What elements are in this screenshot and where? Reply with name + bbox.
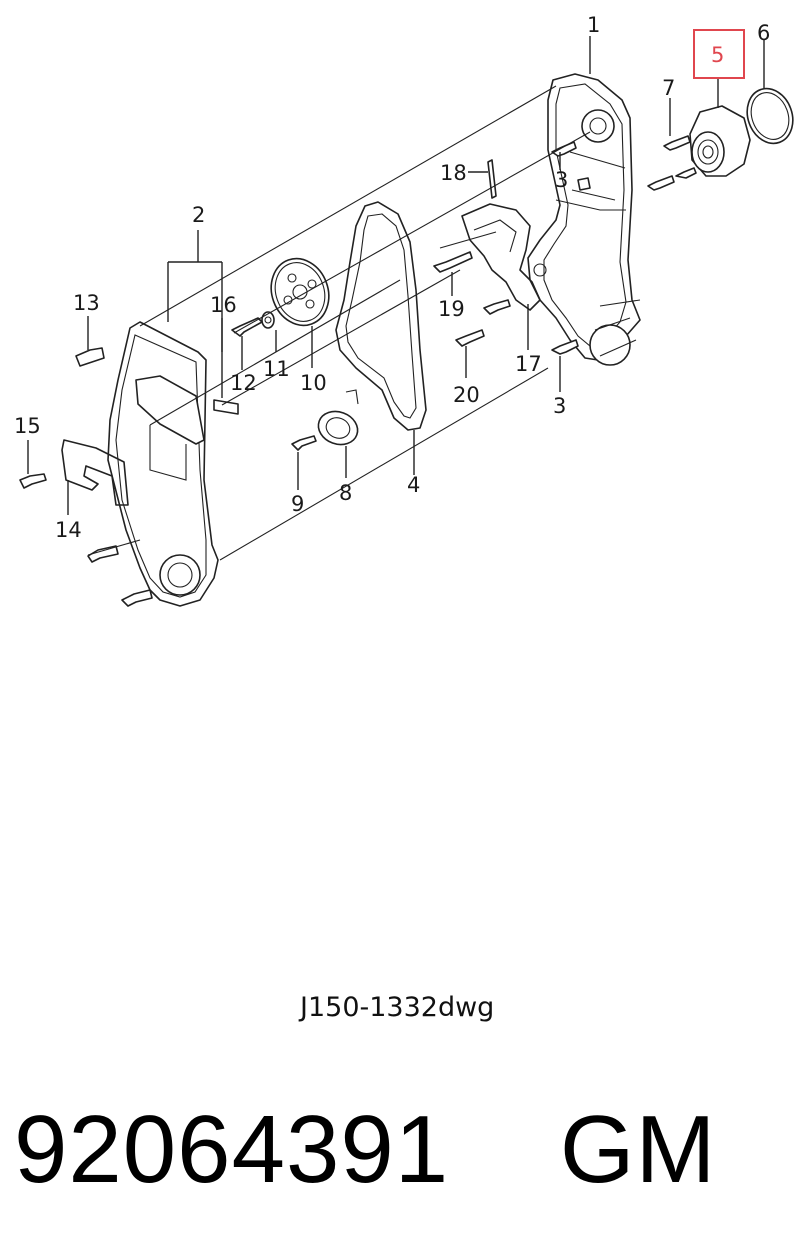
part-number-line: 92064391 GM bbox=[14, 1095, 716, 1205]
bolt-480-310 bbox=[483, 299, 511, 315]
callout-19: 19 bbox=[438, 297, 465, 321]
callout-2: 2 bbox=[192, 203, 205, 227]
bolt-20 bbox=[455, 329, 485, 378]
bolt-9 bbox=[291, 435, 317, 490]
camshaft-sprocket bbox=[270, 257, 330, 368]
callout-1: 1 bbox=[587, 13, 600, 37]
callout-6: 6 bbox=[757, 21, 770, 45]
small-plug bbox=[577, 177, 591, 191]
bolt-3-lower bbox=[551, 339, 579, 392]
tensioner-pulley bbox=[317, 389, 359, 478]
callout-7: 7 bbox=[662, 76, 675, 100]
bolt-pump-2 bbox=[675, 167, 697, 179]
callout-13: 13 bbox=[73, 291, 100, 315]
drawing-id: J150-1332dwg bbox=[300, 992, 495, 1023]
callout-16: 16 bbox=[210, 293, 237, 317]
bolt-15 bbox=[19, 440, 47, 489]
gasket-14 bbox=[61, 439, 129, 515]
callout-15: 15 bbox=[14, 414, 41, 438]
highlight-box-5 bbox=[693, 29, 745, 79]
bolt-13 bbox=[75, 316, 105, 367]
callout-20: 20 bbox=[453, 383, 480, 407]
callout-9: 9 bbox=[291, 492, 304, 516]
bolt-lower-1 bbox=[87, 545, 119, 563]
bolt-pump-1 bbox=[647, 175, 675, 191]
callout-5: 5 bbox=[711, 43, 724, 67]
callout-14: 14 bbox=[55, 518, 82, 542]
bolt-lower-2 bbox=[121, 589, 153, 607]
stud-18 bbox=[468, 159, 497, 199]
callout-8: 8 bbox=[339, 481, 352, 505]
brand: GM bbox=[559, 1096, 717, 1203]
callout-12: 12 bbox=[230, 371, 257, 395]
washer-11 bbox=[261, 311, 277, 352]
bolt-12 bbox=[231, 317, 263, 370]
water-pump bbox=[689, 78, 751, 177]
part-number: 92064391 bbox=[14, 1096, 450, 1203]
callout-3a: 3 bbox=[555, 168, 568, 192]
callout-10: 10 bbox=[300, 371, 327, 395]
assembly-lines bbox=[87, 85, 641, 561]
callout-18: 18 bbox=[440, 161, 467, 185]
callout-labels: 1 2 3 3 4 5 6 7 8 9 10 11 12 13 14 15 16… bbox=[14, 13, 770, 542]
bracket-17 bbox=[461, 203, 547, 350]
callout-11: 11 bbox=[263, 357, 290, 381]
key-16 bbox=[213, 318, 239, 415]
front-timing-cover bbox=[107, 230, 223, 607]
o-ring-6 bbox=[746, 40, 794, 145]
bolt-19 bbox=[433, 251, 473, 296]
bolt-upper-3 bbox=[551, 141, 577, 157]
bolt-7 bbox=[663, 98, 691, 151]
rear-timing-cover bbox=[527, 36, 641, 366]
timing-belt bbox=[335, 201, 427, 475]
callout-4: 4 bbox=[407, 473, 420, 497]
callout-3b: 3 bbox=[553, 394, 566, 418]
callout-17: 17 bbox=[515, 352, 542, 376]
